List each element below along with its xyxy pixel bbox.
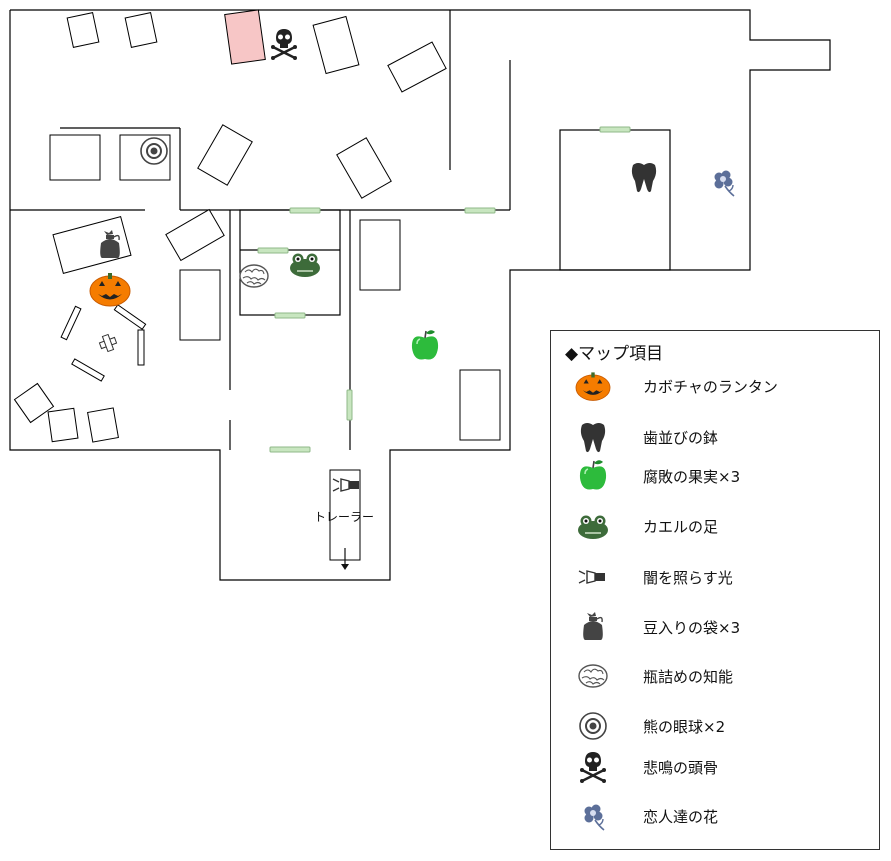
legend-item-flower: 恋人達の花	[551, 798, 879, 834]
cross-object	[98, 333, 118, 353]
legend-label: 恋人達の花	[643, 808, 719, 826]
door	[269, 446, 311, 453]
flower-icon	[713, 169, 735, 197]
bean-bag-icon	[582, 611, 604, 641]
furniture-box	[124, 12, 158, 48]
legend-item-bean-bag: 豆入りの袋×3	[551, 609, 879, 645]
furniture-box	[52, 216, 132, 274]
legend-label: カエルの足	[643, 518, 719, 536]
legend-item-pumpkin: カボチャのランタン	[551, 368, 879, 404]
furniture-box	[459, 369, 501, 441]
apple-icon	[579, 459, 607, 491]
eyeball-icon	[579, 712, 607, 740]
legend-label: 悲鳴の頭骨	[643, 759, 719, 777]
brain-icon	[578, 664, 608, 688]
legend-item-tooth: 歯並びの鉢	[551, 419, 879, 455]
pumpkin-icon	[89, 272, 131, 307]
legend-item-eyeball: 熊の眼球×2	[551, 708, 879, 744]
skull-icon	[578, 750, 608, 785]
legend-item-frog: カエルの足	[551, 508, 879, 544]
doors	[257, 126, 631, 453]
flower-icon	[583, 803, 605, 831]
legend-label: 歯並びの鉢	[643, 429, 719, 447]
furniture-plank	[60, 305, 82, 341]
furniture-plank	[71, 358, 105, 382]
furniture-box	[359, 219, 401, 291]
furniture-box	[49, 134, 101, 181]
door	[599, 126, 631, 133]
legend-label: カボチャのランタン	[643, 378, 778, 396]
furniture-box	[336, 137, 392, 199]
furniture-box	[87, 407, 119, 443]
door	[257, 247, 289, 254]
door	[464, 207, 496, 214]
furniture-box	[179, 269, 221, 341]
brain-icon	[239, 264, 269, 288]
pumpkin-icon	[575, 371, 611, 401]
furniture-box	[312, 15, 360, 75]
legend-label: 豆入りの袋×3	[643, 619, 741, 637]
frog-icon	[289, 252, 321, 278]
trailer-label: トレーラー	[314, 510, 375, 524]
door	[346, 389, 353, 421]
door	[289, 207, 321, 214]
legend-label: 腐敗の果実×3	[643, 468, 741, 486]
flashlight-icon	[578, 570, 606, 584]
legend-item-apple: 腐敗の果実×3	[551, 458, 879, 494]
legend-label: 闇を照らす光	[643, 569, 733, 587]
furniture-box	[66, 12, 100, 48]
furniture-box	[387, 41, 447, 93]
apple-icon	[411, 329, 439, 361]
furniture-box	[13, 382, 55, 424]
furniture-box	[47, 407, 79, 443]
frog-icon	[577, 514, 609, 540]
legend-item-skull: 悲鳴の頭骨	[551, 749, 879, 785]
trailer-arrow	[341, 548, 349, 570]
legend-item-brain: 瓶詰めの知能	[551, 658, 879, 694]
furniture-box	[165, 208, 225, 262]
legend-label: 熊の眼球×2	[643, 718, 726, 736]
door	[274, 312, 306, 319]
furniture-plank	[137, 329, 145, 366]
map-legend: ◆マップ項目 カボチャのランタン 歯並びの鉢 腐敗の果実×3 カエルの足 闇を照…	[550, 330, 880, 850]
eyeball-icon	[140, 137, 168, 165]
furniture-plank	[113, 304, 147, 330]
skull-icon	[269, 27, 299, 62]
tooth-icon	[580, 423, 606, 453]
furniture-box	[197, 124, 253, 186]
tooth-icon	[631, 163, 657, 193]
furniture	[13, 9, 501, 561]
legend-label: 瓶詰めの知能	[643, 668, 734, 686]
highlighted-box	[224, 9, 266, 65]
legend-item-flashlight: 闇を照らす光	[551, 559, 879, 595]
legend-title: ◆マップ項目	[565, 344, 664, 364]
